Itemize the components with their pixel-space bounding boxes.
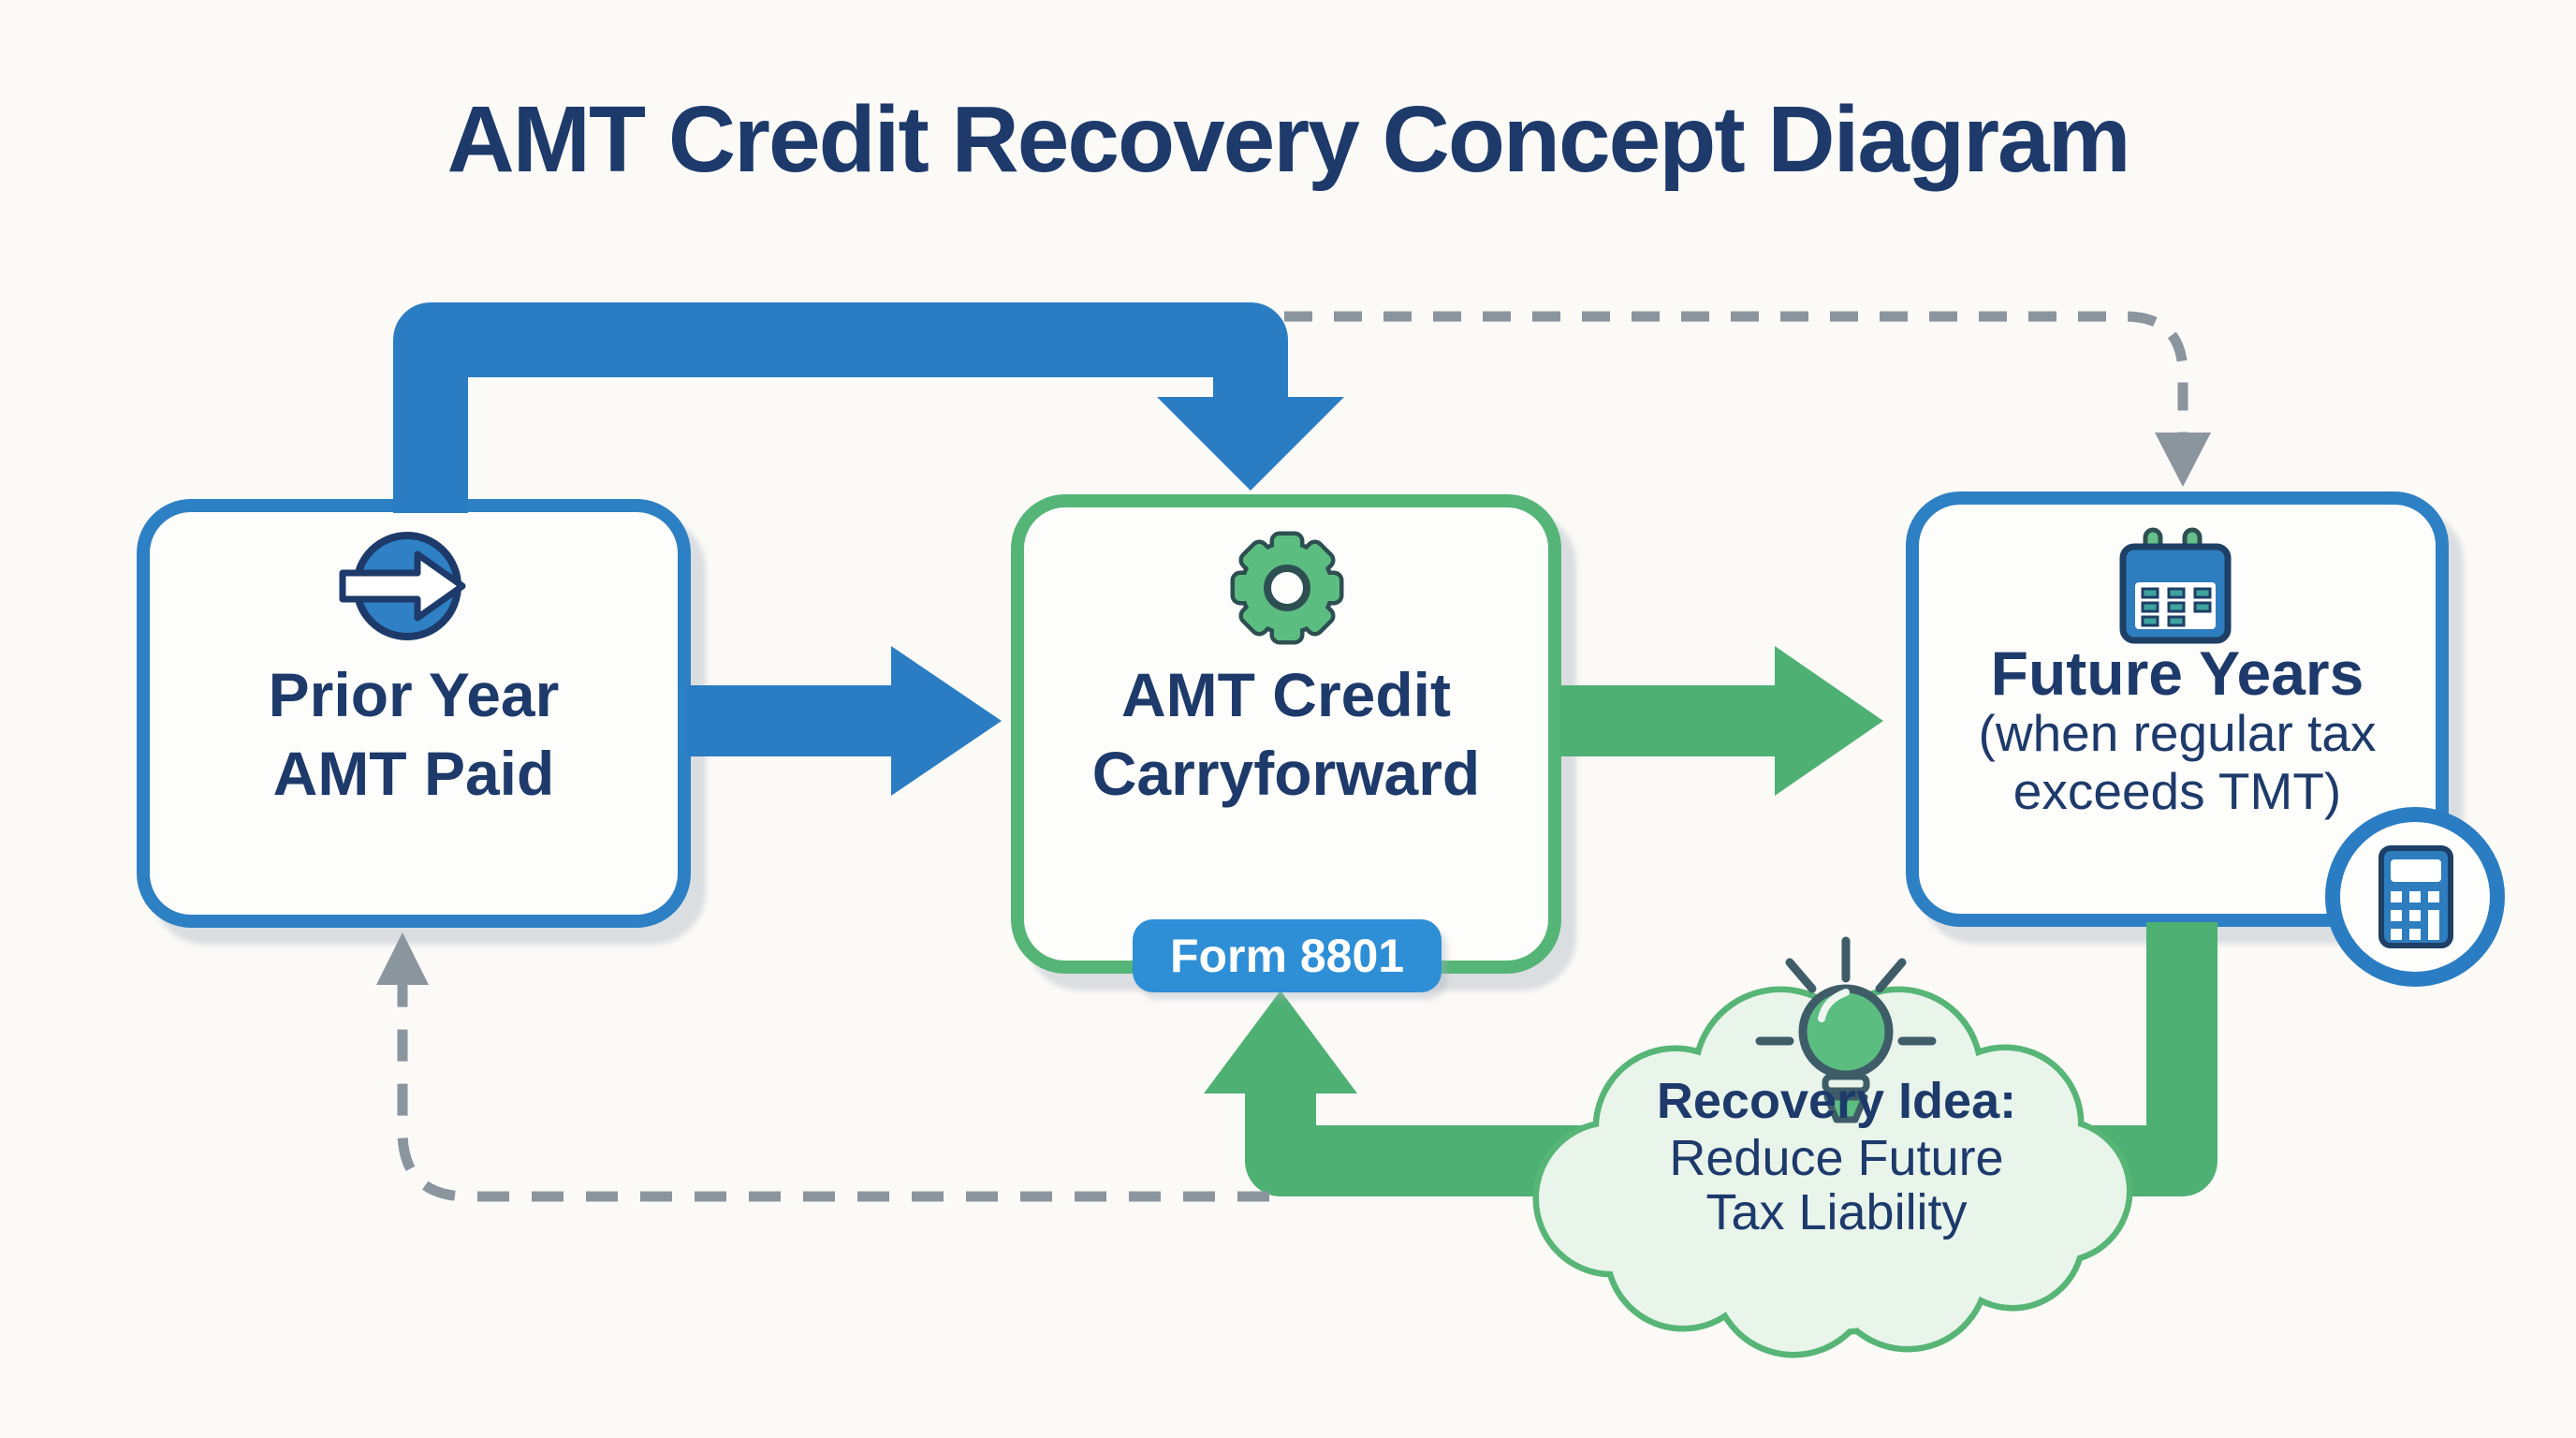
flow-arrow-prior-to-carryforward xyxy=(687,646,1002,796)
idea-cloud xyxy=(1532,986,2133,1358)
gear-icon xyxy=(1230,531,1344,645)
arrow-right-circle-icon xyxy=(339,532,466,640)
lightbulb-icon xyxy=(1755,936,1937,1123)
flow-arrow-carryforward-to-future xyxy=(1559,646,1883,796)
calendar-icon xyxy=(2119,527,2232,644)
flow-arrow-prior-to-carryforward-top xyxy=(393,302,1344,513)
calculator-icon xyxy=(2325,807,2505,987)
dashed-arrowhead-up-icon xyxy=(376,932,429,985)
dashed-link-bottom xyxy=(376,932,1269,1202)
dashed-arrowhead-down-icon xyxy=(2155,433,2211,487)
dashed-link-top xyxy=(1284,311,2211,487)
node-amt-credit-carryforward xyxy=(1011,494,1561,974)
